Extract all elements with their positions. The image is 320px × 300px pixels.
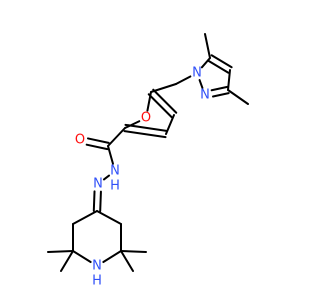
bond-c6_pip-me6a [120,250,147,253]
bond-c2_pip-me2a [47,250,74,253]
bond-c5_fu-c4_fu [147,88,178,119]
atom-o_co: O [75,133,85,148]
bond-c4_pip-c3_pip [72,210,98,225]
bond-line [200,57,211,69]
bond-line [102,250,122,264]
bond-line [227,89,249,105]
bond-c_me5-c5_pz [204,33,211,59]
bond-c_co-nh [107,145,114,165]
bond-line [120,250,134,272]
bond-line [85,143,109,151]
bond-layer [47,33,249,272]
bond-line [207,59,230,74]
bond-c2_pip-nh_pip [72,250,92,264]
bond-c4_pz-c3_pz [227,69,231,91]
bond-line [107,145,114,165]
bond-c5_pz-c4_pz [207,54,233,74]
bond-line [227,69,231,91]
bond-line [124,120,141,129]
bond-line [96,210,122,225]
bond-line [72,250,92,264]
bond-line [99,190,102,213]
bond-line [123,130,167,139]
atom-sublabel-nh: H [110,179,120,194]
atom-nh: NH [110,164,120,194]
bond-line [60,250,74,272]
bond-line [72,210,98,225]
atom-n1_pz: N [192,66,202,81]
atom-sublabel-nh_pip: H [92,274,102,289]
atom-o_fu: O [141,111,151,126]
bond-c3_pz-c_me3 [227,89,249,105]
bond-o_fu-c2_fu [124,120,141,129]
atom-label-nh: N [110,164,120,179]
bond-line [212,92,230,98]
bond-nh-n_im [102,174,111,181]
bond-c2_fu-c_co [107,127,126,147]
bond-line [204,33,211,59]
bond-c4_pip-c5_pip [96,210,122,225]
bond-c3_fu-c2_fu [123,123,168,139]
atom-label-nh_pip: N [92,259,102,274]
atom-n_im: N [93,177,103,192]
bond-n1_pz-c5_pz [200,57,211,69]
bond-line [102,174,111,181]
bond-c_co-o_co [85,137,110,151]
atom-label-o_co: O [75,133,85,148]
atom-label-n_im: N [93,177,103,192]
bond-c6_pip-me6b [120,250,134,272]
bond-line [47,250,74,253]
bond-line [120,250,147,253]
bond-line [210,85,229,92]
bond-n1_pz-ch2 [175,75,192,85]
bond-line [107,127,126,147]
atom-label-n2_pz: N [200,88,210,103]
bond-line [198,79,204,89]
atom-nh_pip: NH [92,259,102,289]
bond-c2_pip-me2b [60,250,74,272]
bond-c6_pip-nh_pip [102,250,122,264]
bond-c3_pz-n2_pz [210,85,230,98]
bond-line [175,75,192,85]
bond-line [124,123,168,132]
atom-label-o_fu: O [141,111,151,126]
bond-n_im-c4_pip [92,190,102,213]
bond-line [210,54,233,69]
diagram-background [0,0,300,300]
bond-line [147,93,173,119]
atom-n2_pz: N [200,88,210,103]
atom-label-n1_pz: N [192,66,202,81]
bond-line [87,137,110,144]
bond-line [152,88,178,114]
bond-n2_pz-n1_pz [198,79,204,89]
bond-line [92,190,96,212]
